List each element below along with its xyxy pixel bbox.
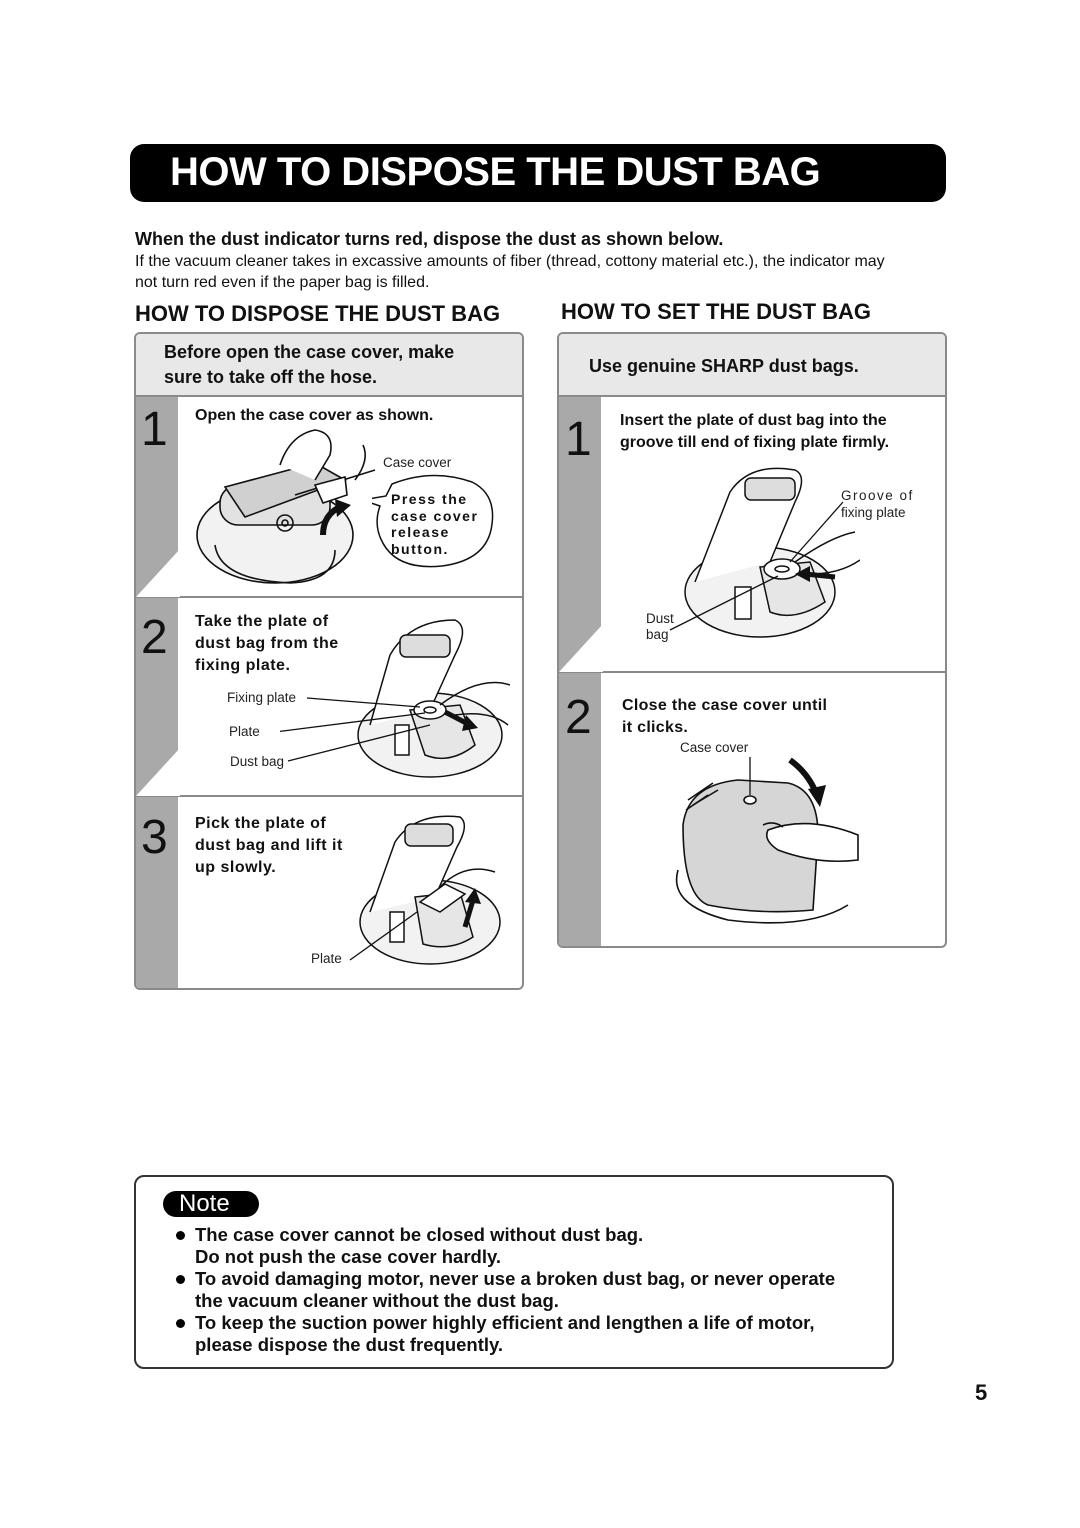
page-number: 5: [975, 1380, 988, 1405]
note-line: To avoid damaging motor, never use a bro…: [195, 1268, 836, 1289]
step-line: it clicks.: [622, 719, 689, 736]
bullet-icon: [176, 1231, 185, 1240]
vacuum-insert-plate-illustration: [669, 467, 860, 638]
step-instruction: Pick the plate of dust bag and lift it u…: [195, 813, 343, 879]
speech-bubble: [372, 474, 494, 568]
step-line: groove till end of fixing plate firmly.: [620, 434, 890, 451]
step-notch: [559, 624, 603, 672]
step-instruction: Close the case cover until it clicks.: [622, 695, 827, 739]
bullet-icon: [176, 1275, 185, 1284]
note-item: To keep the suction power highly efficie…: [176, 1312, 876, 1356]
bag-caption: bag: [646, 627, 669, 642]
dispose-heading: HOW TO DISPOSE THE DUST BAG: [135, 301, 501, 326]
step-notch: [136, 549, 180, 597]
step-instruction: Open the case cover as shown.: [195, 407, 434, 424]
dispose-header-line2: sure to take off the hose.: [164, 367, 378, 387]
note-box: [134, 1175, 894, 1369]
step-notch: [136, 748, 180, 796]
page-title: HOW TO DISPOSE THE DUST BAG: [170, 150, 821, 194]
case-cover-caption: Case cover: [383, 455, 452, 470]
step-line: up slowly.: [195, 859, 277, 876]
title-bar: [130, 144, 946, 202]
step-number: 3: [141, 811, 168, 864]
note-line: To keep the suction power highly efficie…: [195, 1312, 815, 1333]
set-panel-header: Use genuine SHARP dust bags.: [559, 334, 945, 397]
dust-bag-caption: Dust bag: [230, 754, 285, 769]
step-number: 2: [565, 691, 592, 744]
vacuum-open-illustration: [196, 429, 376, 584]
step-number: 1: [565, 413, 592, 466]
step-divider: [559, 671, 945, 673]
note-line: Do not push the case cover hardly.: [195, 1246, 502, 1267]
step-line: dust bag from the: [195, 635, 339, 652]
vacuum-remove-plate-illustration: [280, 619, 510, 778]
step-number: 2: [141, 611, 168, 664]
step-instruction: Take the plate of dust bag from the fixi…: [195, 611, 339, 677]
step-divider: [136, 795, 522, 797]
set-heading: HOW TO SET THE DUST BAG: [561, 299, 872, 324]
intro-text: If the vacuum cleaner takes in excassive…: [135, 253, 885, 291]
vacuum-lift-plate-illustration: [349, 815, 501, 965]
bullet-icon: [176, 1319, 185, 1328]
set-panel: Use genuine SHARP dust bags.: [557, 332, 947, 948]
fixing-plate-caption: Fixing plate: [227, 690, 297, 705]
step-line: Close the case cover until: [622, 697, 828, 714]
set-header-note: Use genuine SHARP dust bags.: [589, 356, 859, 376]
bubble-line: button.: [391, 540, 449, 557]
groove-caption: Groove of: [841, 488, 914, 503]
release-button-bubble: Press the case cover release button.: [391, 491, 478, 557]
bubble-line: Press the: [391, 491, 468, 507]
dispose-step-column: [136, 397, 178, 988]
vacuum-close-cover-illustration: [675, 757, 859, 924]
step-line: Take the plate of: [195, 613, 329, 630]
note-line: The case cover cannot be closed without …: [195, 1224, 644, 1245]
dispose-panel-header: Before open the case cover, make sure to…: [136, 334, 522, 397]
intro-bold: When the dust indicator turns red, dispo…: [135, 229, 724, 249]
step-line: Insert the plate of dust bag into the: [620, 412, 887, 429]
dust-caption: Dust: [646, 611, 674, 626]
step-number: 1: [141, 403, 168, 456]
fixing-plate-caption: fixing plate: [841, 505, 906, 520]
note-label: Note: [179, 1190, 230, 1217]
plate-caption: Plate: [229, 724, 260, 739]
note-line: the vacuum cleaner without the dust bag.: [195, 1290, 559, 1311]
note-item: To avoid damaging motor, never use a bro…: [176, 1268, 876, 1312]
note-item: The case cover cannot be closed without …: [176, 1224, 876, 1268]
note-line: please dispose the dust frequently.: [195, 1334, 504, 1355]
dispose-header-line1: Before open the case cover, make: [164, 342, 455, 362]
case-cover-caption: Case cover: [680, 740, 749, 755]
note-badge: [163, 1191, 259, 1217]
plate-caption: Plate: [311, 951, 342, 966]
step-divider: [136, 596, 522, 598]
bubble-line: release: [391, 524, 450, 540]
bubble-line: case cover: [391, 507, 479, 524]
step-line: Pick the plate of: [195, 815, 327, 832]
step-line: dust bag and lift it: [195, 837, 343, 854]
step-instruction: Insert the plate of dust bag into the gr…: [620, 410, 889, 454]
step-line: fixing plate.: [195, 657, 291, 674]
